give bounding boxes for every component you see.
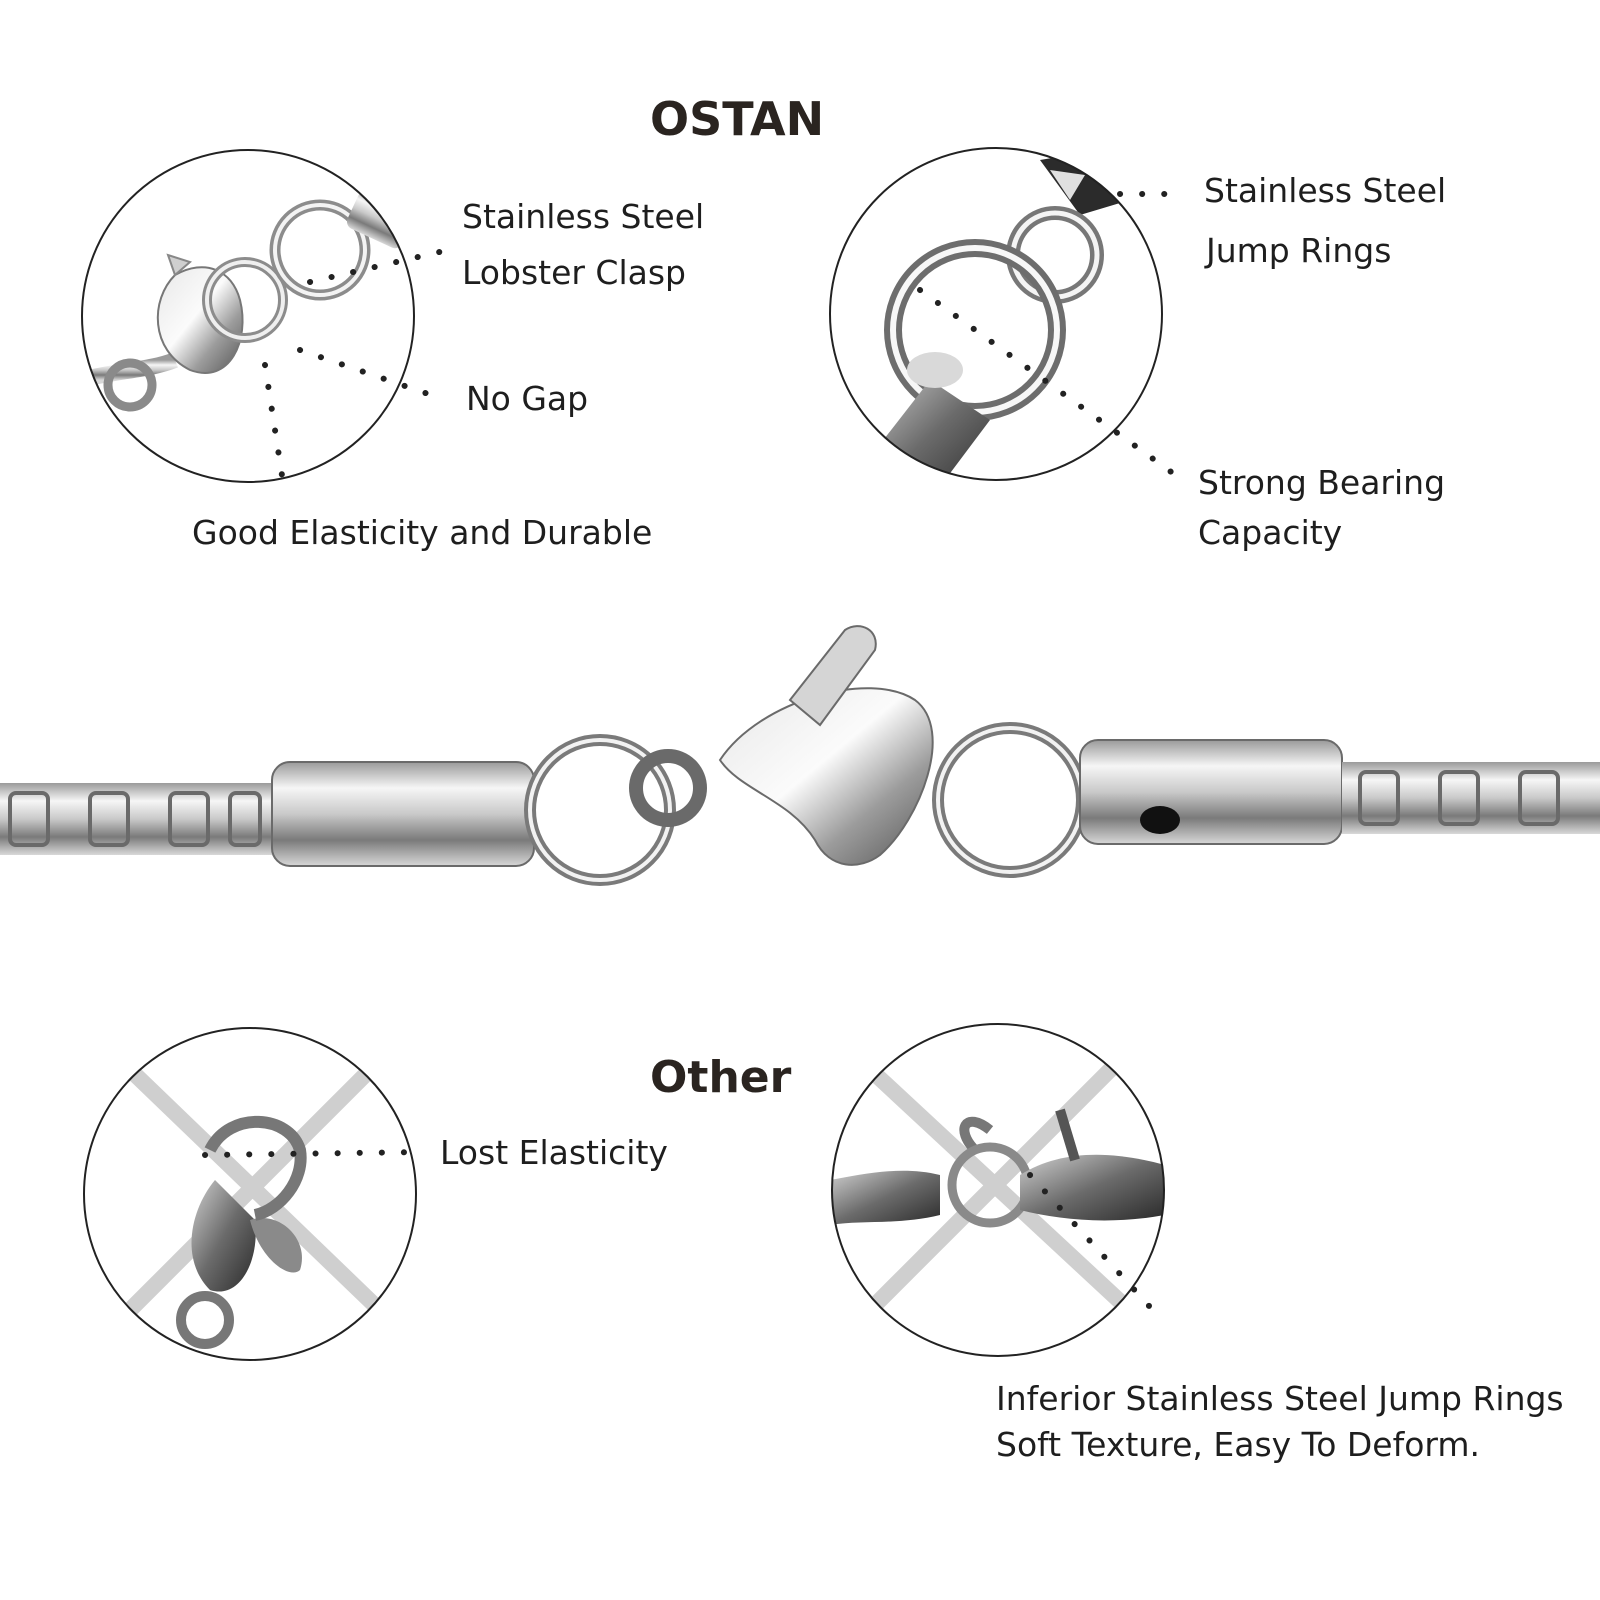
leader-lobster-clasp [307, 247, 451, 285]
label-jump-rings-line1: Stainless Steel [1204, 171, 1447, 210]
label-inferior-line2: Soft Texture, Easy To Deform. [996, 1425, 1481, 1464]
brand-heading: OSTAN [650, 92, 825, 146]
leader-lines [202, 191, 1188, 1321]
left-end-cap [271, 761, 535, 867]
jump-rings-closeup-circle [829, 147, 1163, 481]
bad-clasp-circle [83, 1027, 417, 1361]
label-elasticity: Good Elasticity and Durable [192, 513, 653, 552]
label-bearing-line2: Capacity [1198, 513, 1343, 552]
left-box-chain [0, 783, 272, 855]
right-box-chain [1342, 762, 1600, 834]
bad-jump-rings-circle [831, 1023, 1165, 1357]
leader-lost-elasticity [202, 1149, 428, 1158]
label-lobster-clasp-line2: Lobster Clasp [462, 253, 687, 292]
label-no-gap: No Gap [466, 379, 589, 418]
label-lobster-clasp-line1: Stainless Steel [462, 197, 705, 236]
other-heading: Other [650, 1052, 792, 1103]
leader-elasticity [262, 362, 288, 498]
label-lost-elasticity: Lost Elasticity [440, 1133, 668, 1172]
label-inferior-line1: Inferior Stainless Steel Jump Rings [996, 1379, 1564, 1418]
clasp-closeup-circle [81, 149, 415, 483]
chain-with-clasp [0, 625, 1600, 886]
label-bearing-line1: Strong Bearing [1198, 463, 1446, 502]
leader-no-gap [297, 347, 443, 401]
right-end-cap [1079, 739, 1343, 845]
label-jump-rings-line2: Jump Rings [1206, 231, 1392, 270]
